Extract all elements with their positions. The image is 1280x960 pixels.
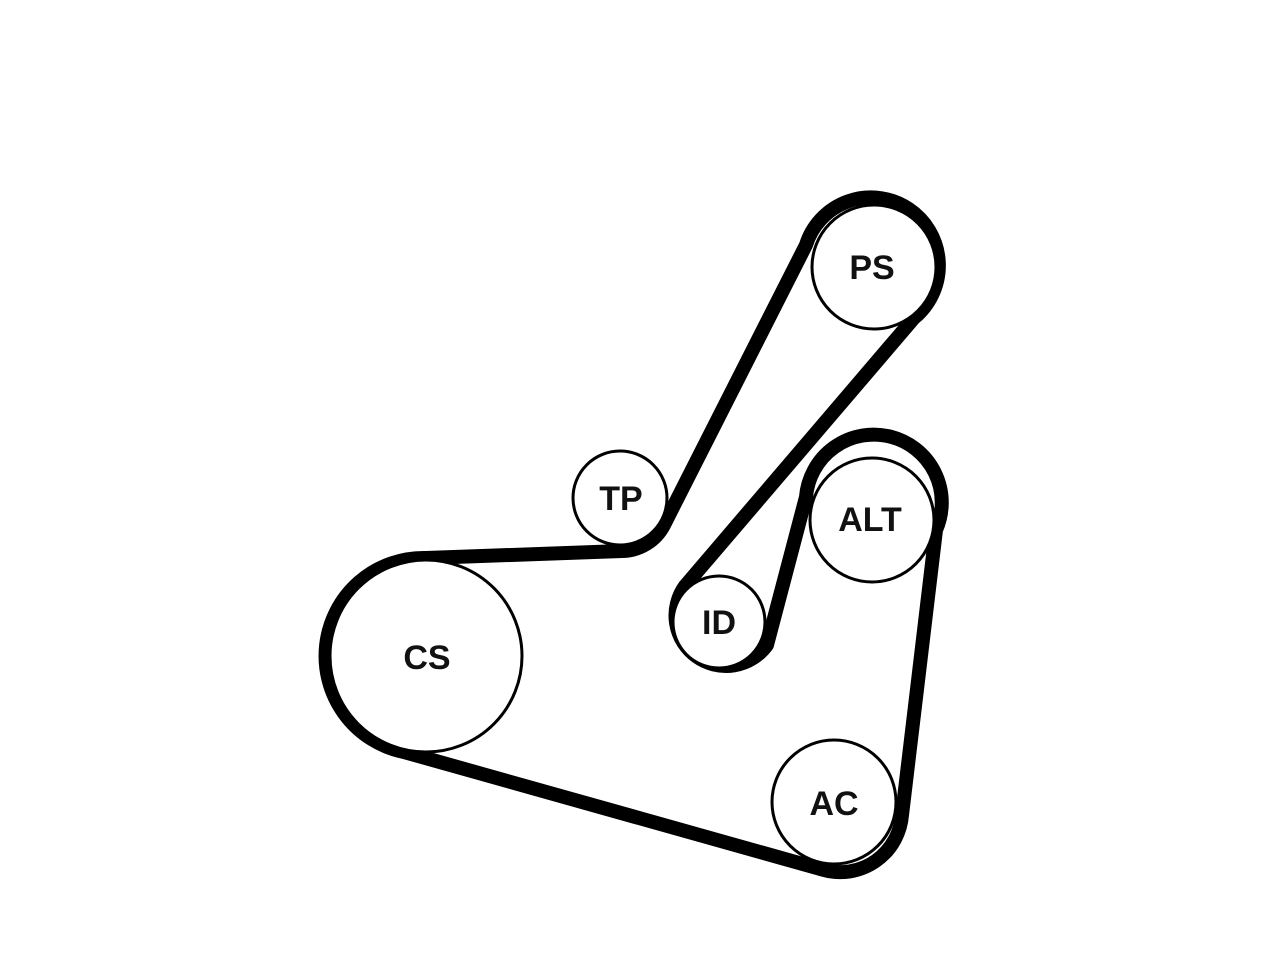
pulley-alt: ALT (808, 456, 936, 584)
pulley-tp-circle (571, 449, 669, 547)
pulley-ps: PS (810, 203, 938, 331)
pulley-tp: TP (571, 449, 669, 547)
pulley-id-label: ID (702, 604, 736, 642)
pulley-cs-circle (328, 558, 524, 754)
pulley-alt-label: ALT (838, 501, 902, 539)
pulley-id-circle (671, 574, 767, 670)
pulley-cs: CS (328, 558, 524, 754)
pulley-alt-circle (808, 456, 936, 584)
pulley-cs-label: CS (403, 639, 450, 677)
pulley-tp-label: TP (599, 480, 642, 518)
pulley-ac: AC (770, 738, 898, 866)
pulley-ps-circle (810, 203, 938, 331)
pulley-ps-label: PS (849, 249, 894, 287)
pulley-ac-label: AC (809, 785, 858, 823)
pulley-ac-circle (770, 738, 898, 866)
serpentine-belt (318, 190, 949, 880)
pulley-id: ID (671, 574, 767, 670)
